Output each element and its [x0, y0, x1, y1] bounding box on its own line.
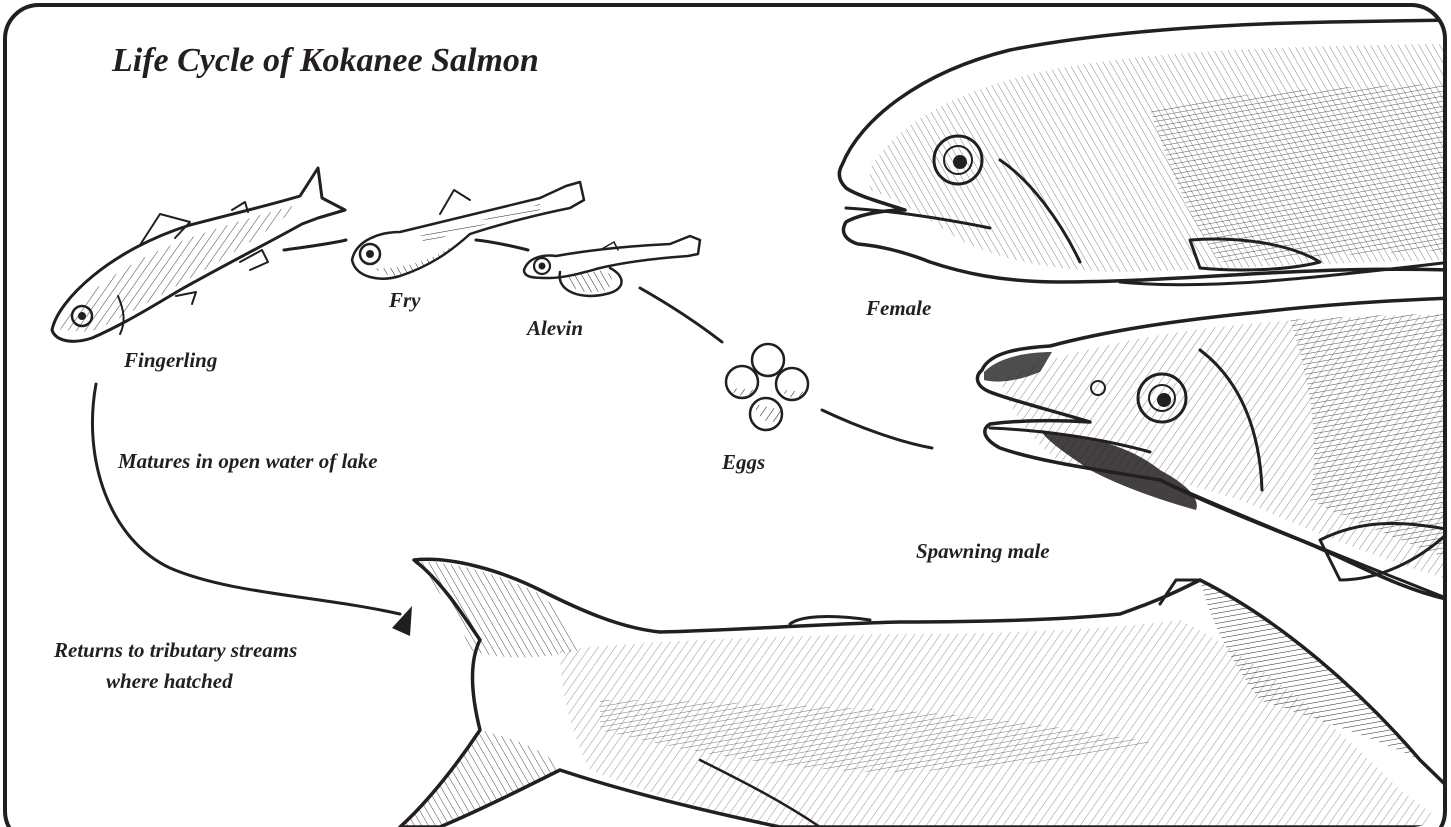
label-fry: Fry [389, 290, 421, 311]
adult-salmon-body [400, 559, 1451, 827]
connector-fingerling-fry [284, 240, 346, 250]
egg-cluster [726, 344, 808, 430]
label-matures: Matures in open water of lake [118, 451, 378, 472]
connector-adults-eggs [822, 410, 932, 448]
label-spawning-male: Spawning male [916, 541, 1050, 562]
fingerling-fish [52, 168, 345, 341]
label-female: Female [866, 298, 931, 319]
alevin-fish [524, 236, 700, 296]
connector-fry-alevin [476, 240, 528, 250]
label-eggs: Eggs [722, 452, 765, 473]
connector-eggs-alevin [640, 288, 722, 342]
return-arrow [92, 384, 412, 636]
label-fingerling: Fingerling [124, 350, 217, 371]
label-alevin: Alevin [527, 318, 583, 339]
female-salmon [839, 20, 1451, 285]
diagram-title: Life Cycle of Kokanee Salmon [112, 44, 539, 78]
label-returns-line2: where hatched [106, 671, 233, 692]
label-returns-line1: Returns to tributary streams [54, 640, 297, 661]
